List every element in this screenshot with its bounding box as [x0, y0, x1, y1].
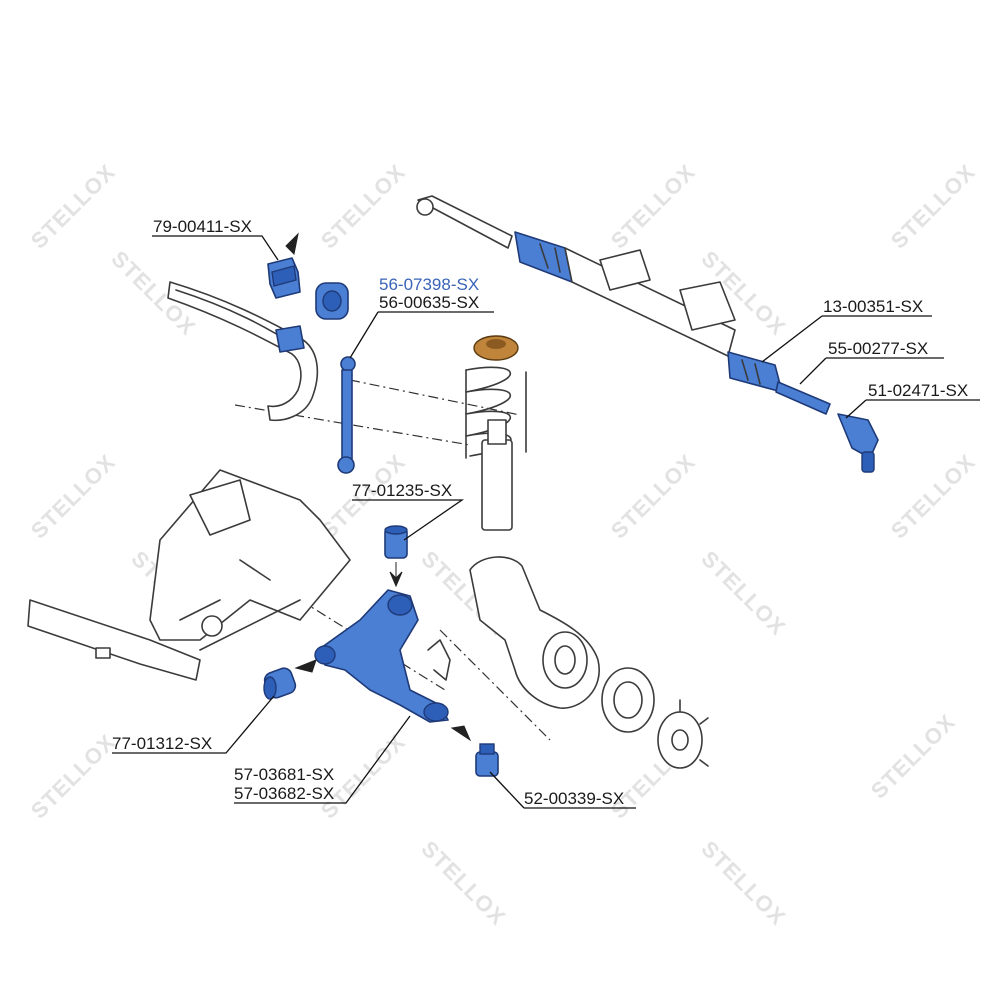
- label-control-arm-1: 57-03681-SX: [234, 765, 334, 784]
- watermark-text: STELLOX: [886, 159, 980, 253]
- arrow-down-icon: [285, 232, 299, 256]
- label-control-arm-2: 57-03682-SX: [234, 784, 334, 803]
- arrow-right-icon: [294, 659, 317, 673]
- watermark-text: STELLOX: [696, 546, 790, 640]
- watermark-text: STELLOX: [866, 709, 960, 803]
- stabilizer-bushing-group: [267, 257, 349, 353]
- part-labels: 79-00411-SX 56-07398-SX 56-00635-SX 13-0…: [112, 217, 968, 808]
- stabilizer-bar: [167, 281, 319, 422]
- watermark-text: STELLOX: [26, 449, 120, 543]
- watermark-text: STELLOX: [606, 159, 700, 253]
- label-steering-rack: 13-00351-SX: [823, 297, 923, 316]
- label-stabilizer-link-2: 56-00635-SX: [379, 293, 479, 312]
- leader-lines: [112, 235, 980, 809]
- assembly-arrows: [285, 232, 472, 742]
- label-arm-bushing-front: 77-01312-SX: [112, 734, 212, 753]
- label-stabilizer-bushing: 79-00411-SX: [153, 217, 252, 236]
- label-tie-rod: 55-00277-SX: [828, 339, 928, 358]
- lower-control-arm: [314, 589, 449, 723]
- steering-rack: [416, 195, 783, 393]
- subframe: [27, 469, 351, 681]
- strut-assembly: [465, 335, 527, 531]
- strut-mount-center: [486, 339, 506, 349]
- label-ball-joint: 52-00339-SX: [524, 789, 624, 808]
- steering-knuckle: [469, 556, 600, 709]
- arm-bushing-rear: [384, 525, 408, 559]
- arm-bushing-front: [263, 667, 297, 700]
- label-tie-rod-end: 51-02471-SX: [868, 381, 968, 400]
- arrow-down-icon: [389, 562, 403, 588]
- label-stabilizer-link-1: 56-07398-SX: [379, 275, 479, 294]
- tie-rod: [775, 381, 831, 415]
- arrow-up-left-icon: [450, 725, 472, 742]
- ball-joint: [475, 743, 499, 777]
- watermark-text: STELLOX: [26, 729, 120, 823]
- label-arm-bushing-rear: 77-01235-SX: [352, 481, 452, 500]
- stabilizer-link: [337, 356, 356, 474]
- watermark-text: STELLOX: [316, 159, 410, 253]
- watermark-text: STELLOX: [886, 449, 980, 543]
- wheel-bearing: [601, 667, 655, 733]
- bracket-clip: [427, 639, 451, 681]
- wheel-hub: [657, 699, 709, 769]
- tie-rod-end: [837, 413, 879, 473]
- watermark-text: STELLOX: [26, 159, 120, 253]
- watermark-text: STELLOX: [416, 836, 510, 930]
- watermark-text: STELLOX: [696, 836, 790, 930]
- watermark-text: STELLOX: [606, 449, 700, 543]
